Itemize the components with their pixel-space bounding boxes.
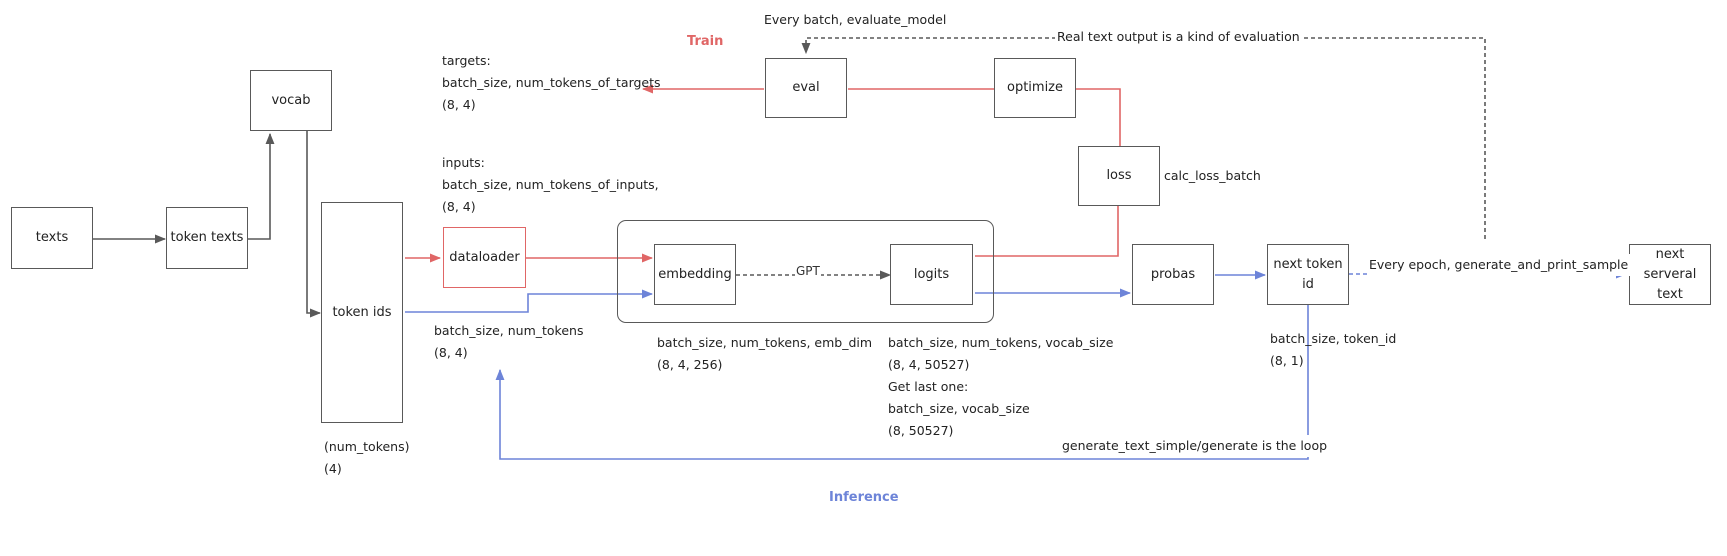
eval-node: eval [765, 58, 847, 118]
targets-line-3: (8, 4) [442, 97, 476, 112]
inference-title: Inference [829, 490, 899, 505]
embedding-shape-line-1: batch_size, num_tokens, emb_dim [657, 335, 873, 350]
targets-label: targets: batch_size, num_tokens_of_targe… [442, 50, 661, 116]
inputs-label: inputs: batch_size, num_tokens_of_inputs… [442, 152, 659, 218]
logits-shape-line-4: batch_size, vocab_size [888, 401, 1030, 416]
edge-token-texts-to-vocab [248, 132, 275, 240]
next-token-shape-label: batch_size, token_id (8, 1) [1270, 328, 1396, 372]
probas-node: probas [1132, 244, 1214, 305]
next-token-id-node: next token id [1267, 244, 1349, 305]
blue-input-shape-label: batch_size, num_tokens (8, 4) [434, 320, 583, 364]
embedding-shape-label: batch_size, num_tokens, emb_dim (8, 4, 2… [657, 332, 872, 376]
logits-shape-label: batch_size, num_tokens, vocab_size (8, 4… [888, 332, 1113, 442]
token-texts-node: token texts [166, 207, 248, 269]
edge-token-ids-to-embedding [405, 289, 654, 313]
every-epoch-label: Every epoch, generate_and_print_sample [1367, 254, 1631, 276]
edge-loop-back [495, 305, 1309, 460]
texts-node: texts [11, 207, 93, 269]
blue-input-shape-line-2: (8, 4) [434, 345, 468, 360]
train-title: Train [687, 34, 724, 49]
embedding-shape-line-2: (8, 4, 256) [657, 357, 723, 372]
optimize-node: optimize [994, 58, 1076, 118]
calc-loss-batch-label: calc_loss_batch [1164, 168, 1261, 183]
targets-line-2: batch_size, num_tokens_of_targets [442, 75, 661, 90]
next-several-text-line-1: next serveral [1643, 246, 1697, 282]
token-ids-shape-line-1: (num_tokens) [324, 439, 410, 454]
inputs-line-3: (8, 4) [442, 199, 476, 214]
real-text-output-label: Real text output is a kind of evaluation [1055, 26, 1302, 48]
next-several-text-line-2: text [1657, 286, 1683, 302]
logits-shape-line-1: batch_size, num_tokens, vocab_size [888, 335, 1114, 350]
vocab-node: vocab [250, 70, 332, 131]
blue-input-shape-line-1: batch_size, num_tokens [434, 323, 584, 338]
edge-real-text-evaluation [801, 37, 1486, 239]
edge-vocab-to-token-ids [306, 131, 322, 318]
logits-node: logits [890, 244, 973, 305]
inputs-line-2: batch_size, num_tokens_of_inputs, [442, 177, 659, 192]
gpt-label: GPT [795, 264, 821, 278]
next-several-text-node: next serveral text [1629, 244, 1711, 305]
token-ids-shape-line-2: (4) [324, 461, 342, 476]
next-token-shape-line-2: (8, 1) [1270, 353, 1304, 368]
token-ids-node: token ids [321, 202, 403, 423]
logits-shape-line-2: (8, 4, 50527) [888, 357, 970, 372]
loop-label: generate_text_simple/generate is the loo… [1060, 435, 1330, 457]
targets-line-1: targets: [442, 53, 491, 68]
gpt-group [617, 220, 994, 323]
embedding-node: embedding [654, 244, 736, 305]
dataloader-node: dataloader [443, 227, 526, 288]
every-batch-label: Every batch, evaluate_model [764, 12, 947, 27]
loss-node: loss [1078, 146, 1160, 206]
edge-loss-to-optimize [1075, 88, 1121, 146]
next-token-shape-line-1: batch_size, token_id [1270, 331, 1397, 346]
inputs-line-1: inputs: [442, 155, 485, 170]
logits-shape-line-3: Get last one: [888, 379, 969, 394]
token-ids-shape-label: (num_tokens) (4) [324, 436, 410, 480]
edge-logits-to-loss [975, 206, 1119, 257]
logits-shape-line-5: (8, 50527) [888, 423, 954, 438]
